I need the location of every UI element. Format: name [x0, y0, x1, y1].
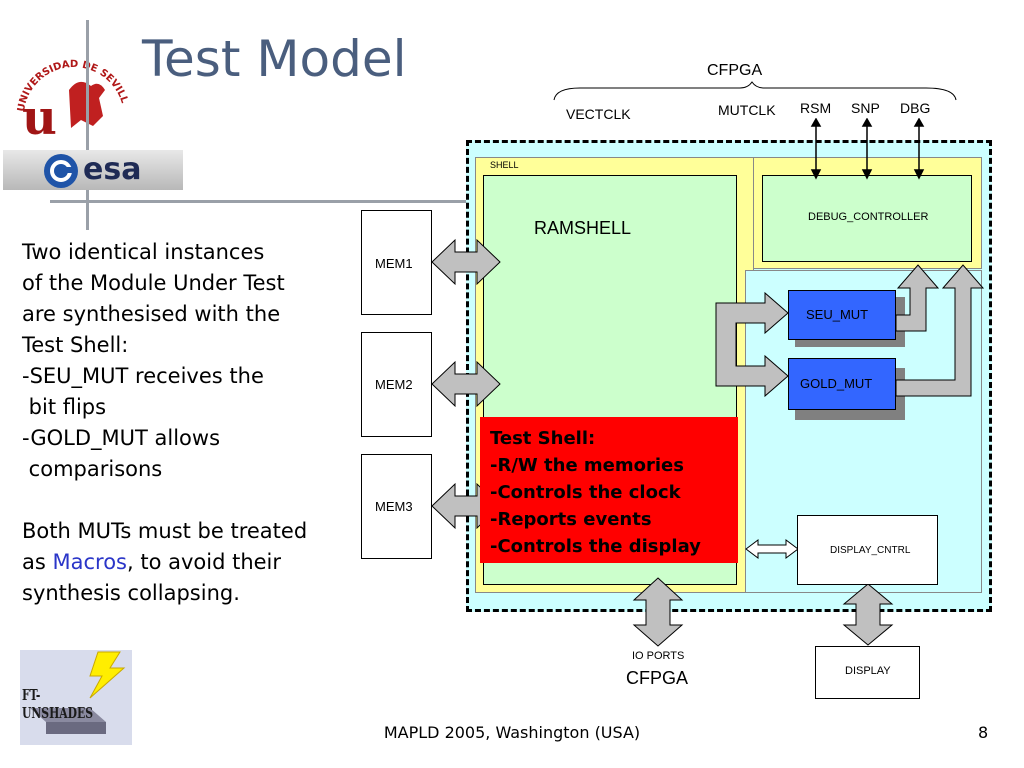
slide-title: Test Model	[142, 30, 407, 88]
ftunshades-logo: FT-UNSHADES	[20, 650, 132, 745]
test-shell-box: Test Shell: -R/W the memories -Controls …	[480, 417, 738, 563]
mem1-box	[361, 210, 432, 315]
display-box	[815, 646, 920, 699]
seu-mut-label: SEU_MUT	[806, 307, 869, 322]
display-cntrl-label: DISPLAY_CNTRL	[830, 545, 911, 556]
mem3-box	[361, 454, 432, 559]
logo-separator-vertical	[86, 20, 89, 230]
test-shell-line: -R/W the memories	[490, 455, 684, 476]
slide-footer: MAPLD 2005, Washington (USA)	[383, 723, 641, 742]
body-text-rest: , to avoid their	[127, 550, 282, 574]
mem2-box	[361, 332, 432, 437]
mem3-label: MEM3	[375, 499, 413, 514]
debug-signal-arrows	[810, 118, 925, 180]
gold-mut-label: GOLD_MUT	[800, 376, 873, 391]
university-seal-icon: UNIVERSIDAD DE SEVILLA u	[10, 34, 130, 146]
display-cntrl-box	[797, 515, 938, 585]
dbg-label: DBG	[900, 100, 931, 116]
io-ports-label: IO PORTS	[632, 650, 685, 662]
body-line: -GOLD_MUT allows	[22, 426, 221, 450]
mem1-label: MEM1	[375, 256, 413, 271]
body-line: Both MUTs must be treated	[22, 519, 308, 543]
debug-controller-box	[762, 175, 972, 262]
debug-controller-label: DEBUG_CONTROLLER	[808, 211, 929, 223]
body-line: synthesis collapsing.	[22, 581, 240, 605]
rsm-label: RSM	[800, 100, 832, 116]
vectclk-label: VECTCLK	[566, 106, 631, 122]
body-line: comparisons	[22, 457, 163, 481]
esa-logo-text: esa	[83, 152, 142, 187]
cfpga-top-label: CFPGA	[707, 62, 763, 79]
display-label: DISPLAY	[845, 665, 891, 677]
snp-label: SNP	[851, 100, 880, 116]
page-number: 8	[978, 723, 989, 742]
cfpga-bottom-label: CFPGA	[626, 668, 689, 688]
logo-separator-horizontal	[50, 200, 470, 203]
body-line: -SEU_MUT receives the	[22, 364, 264, 388]
body-line: of the Module Under Test	[22, 271, 285, 295]
body-line: Test Shell:	[22, 333, 129, 357]
lightning-icon	[30, 651, 126, 734]
cfpga-brace	[553, 81, 957, 101]
test-shell-line: -Controls the display	[490, 536, 701, 557]
gold-mut-box	[788, 358, 896, 410]
macros-link[interactable]: Macros	[52, 550, 128, 574]
body-text: Two identical instances of the Module Un…	[22, 237, 352, 609]
test-shell-line: Test Shell:	[490, 428, 596, 449]
body-text-as: as	[22, 550, 53, 574]
esa-logo: esa	[3, 150, 183, 190]
svg-text:u: u	[22, 90, 57, 142]
university-logo: UNIVERSIDAD DE SEVILLA u	[10, 34, 130, 146]
shell-label: SHELL	[490, 160, 519, 170]
test-shell-line: -Controls the clock	[490, 482, 681, 503]
body-line: as Macros, to avoid their	[22, 547, 352, 578]
mem2-label: MEM2	[375, 377, 413, 392]
ftunshades-logo-text: FT-UNSHADES	[22, 686, 94, 722]
test-shell-line: -Reports events	[490, 509, 652, 530]
body-line: Two identical instances	[22, 240, 265, 264]
ramshell-label: RAMSHELL	[534, 218, 632, 238]
body-line: bit flips	[22, 395, 107, 419]
body-line: are synthesised with the	[22, 302, 281, 326]
mutclk-label: MUTCLK	[718, 102, 776, 118]
